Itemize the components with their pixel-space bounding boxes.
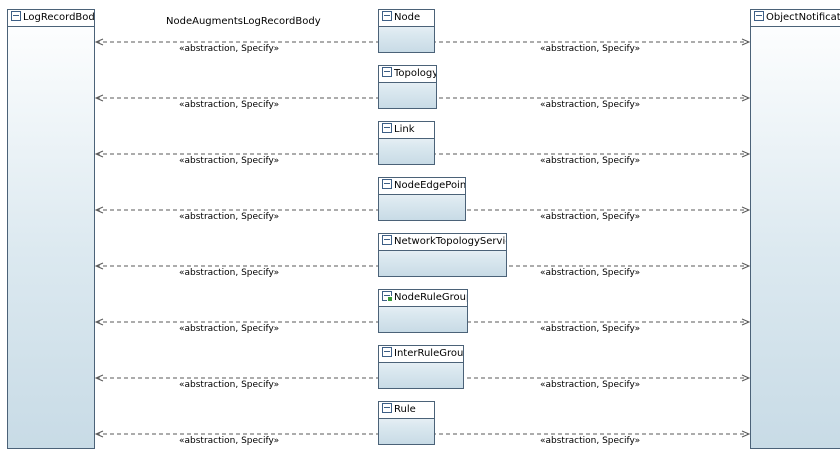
relation-label-left: «abstraction, Specify» — [179, 268, 280, 278]
relation-label-right: «abstraction, Specify» — [540, 324, 641, 334]
arrow-head-left — [94, 94, 104, 102]
class-name: Rule — [394, 404, 416, 415]
class-name: NetworkTopologyService — [394, 236, 506, 247]
relation-label-left: «abstraction, Specify» — [179, 324, 280, 334]
class-name: Topology — [394, 68, 436, 79]
relation-label-left: «abstraction, Specify» — [179, 380, 280, 390]
class-box-topology[interactable]: Topology — [378, 65, 437, 109]
arrow-head-left — [94, 430, 104, 438]
diagram-title: NodeAugmentsLogRecordBody — [166, 16, 321, 27]
relation-label-left: «abstraction, Specify» — [179, 44, 280, 54]
class-box-node[interactable]: Node — [378, 9, 435, 53]
arrow-head-left — [94, 38, 104, 46]
arrow-head-left — [94, 150, 104, 158]
right-class-name: ObjectNotification — [766, 12, 840, 23]
left-class-name: LogRecordBody — [23, 12, 94, 23]
class-icon — [11, 11, 21, 21]
class-icon — [382, 403, 392, 413]
class-icon — [382, 179, 392, 189]
relation-label-right: «abstraction, Specify» — [540, 436, 641, 446]
arrow-head-right — [741, 430, 751, 438]
arrow-head-left — [94, 318, 104, 326]
arrow-head-left — [94, 374, 104, 382]
relation-label-left: «abstraction, Specify» — [179, 156, 280, 166]
arrow-head-right — [741, 38, 751, 46]
class-box-noderulegroup[interactable]: NodeRuleGroup — [378, 289, 468, 333]
class-name: Node — [394, 12, 421, 23]
arrow-head-right — [741, 206, 751, 214]
class-icon — [382, 235, 392, 245]
relation-label-right: «abstraction, Specify» — [540, 44, 641, 54]
relation-label-left: «abstraction, Specify» — [179, 436, 280, 446]
class-name: NodeEdgePoint — [394, 180, 465, 191]
relation-label-right: «abstraction, Specify» — [540, 100, 641, 110]
class-icon — [382, 347, 392, 357]
class-box-networktopologyservice[interactable]: NetworkTopologyService — [378, 233, 507, 277]
arrow-head-left — [94, 206, 104, 214]
relation-label-right: «abstraction, Specify» — [540, 212, 641, 222]
feature-class-icon — [382, 291, 393, 302]
arrow-head-right — [741, 150, 751, 158]
relation-label-right: «abstraction, Specify» — [540, 380, 641, 390]
arrow-head-left — [94, 262, 104, 270]
class-box-interrulegroup[interactable]: InterRuleGroup — [378, 345, 464, 389]
class-box-link[interactable]: Link — [378, 121, 435, 165]
relation-label-left: «abstraction, Specify» — [179, 212, 280, 222]
arrow-head-right — [741, 318, 751, 326]
arrow-head-right — [741, 262, 751, 270]
relation-label-left: «abstraction, Specify» — [179, 100, 280, 110]
class-icon — [754, 11, 764, 21]
arrow-head-right — [741, 374, 751, 382]
class-name: NodeRuleGroup — [394, 292, 467, 303]
class-name: Link — [394, 124, 415, 135]
class-icon — [382, 11, 392, 21]
arrow-head-right — [741, 94, 751, 102]
relation-label-right: «abstraction, Specify» — [540, 156, 641, 166]
class-name: InterRuleGroup — [394, 348, 463, 359]
left-class-box[interactable]: LogRecordBody — [7, 9, 95, 449]
class-box-rule[interactable]: Rule — [378, 401, 435, 445]
class-box-nodeedgepoint[interactable]: NodeEdgePoint — [378, 177, 466, 221]
class-icon — [382, 123, 392, 133]
relation-label-right: «abstraction, Specify» — [540, 268, 641, 278]
class-icon — [382, 67, 392, 77]
